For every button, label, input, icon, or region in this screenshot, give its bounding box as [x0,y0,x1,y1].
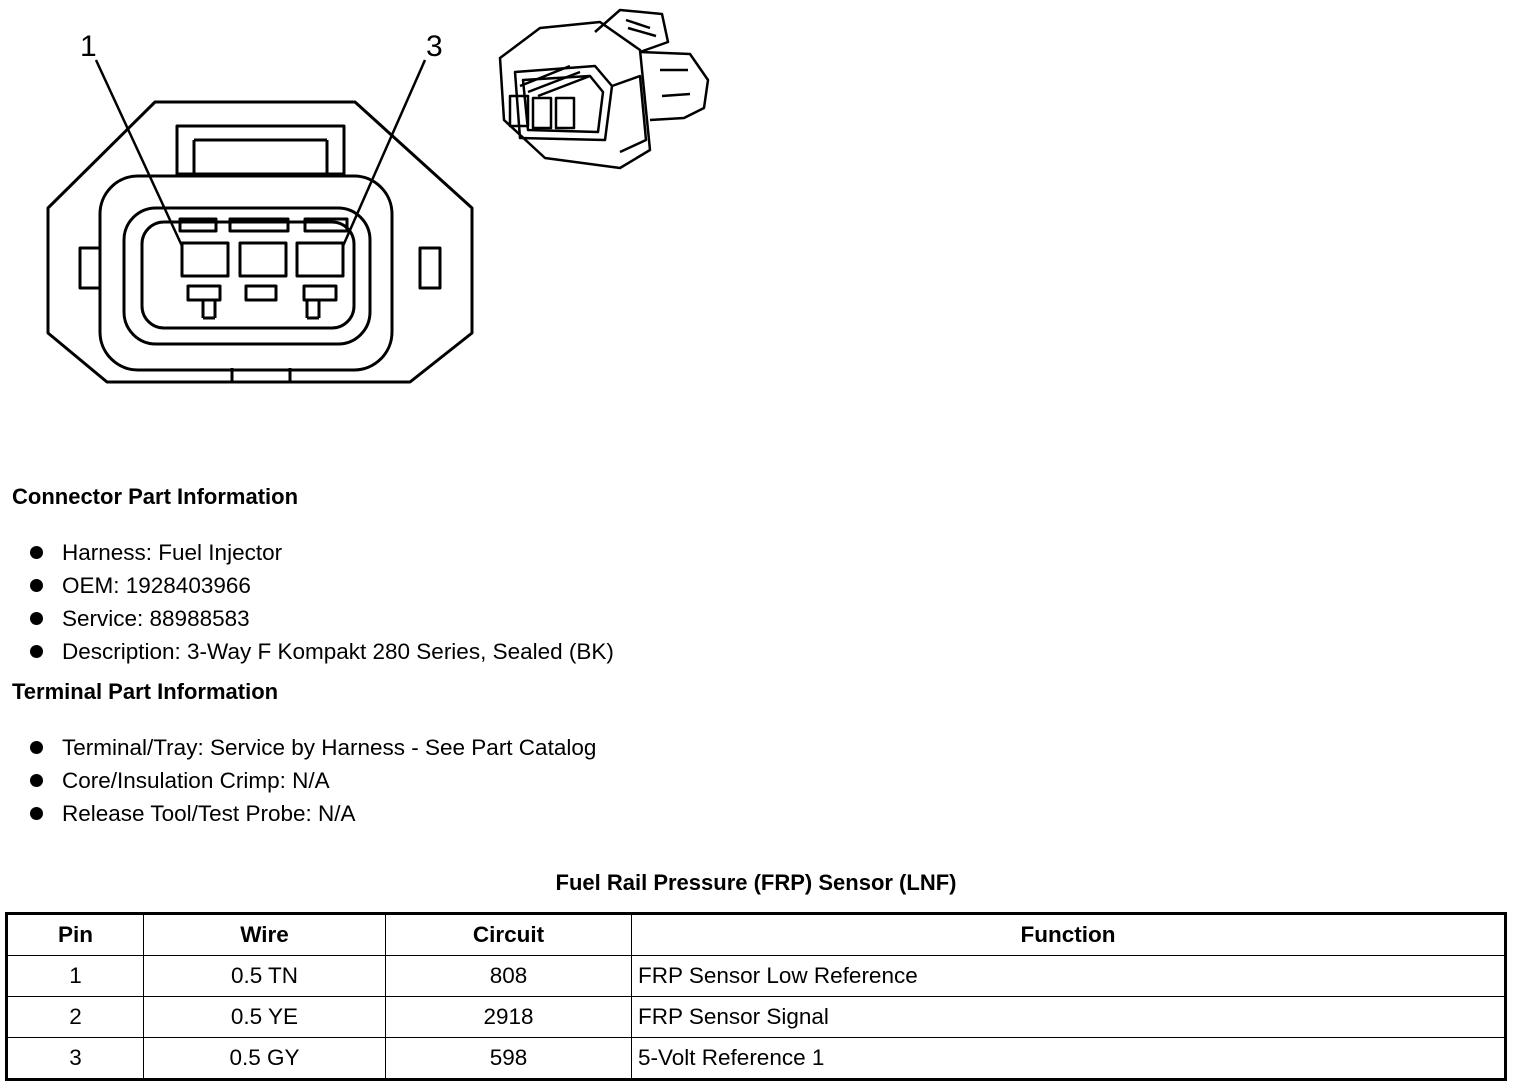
table-title: Fuel Rail Pressure (FRP) Sensor (LNF) [555,870,957,895]
terminal-cavity-3 [295,241,345,278]
list-item: Service: 88988583 [30,602,614,635]
connector-part-info-list: Harness: Fuel Injector OEM: 1928403966 S… [30,536,614,668]
function-cell: FRP Sensor Signal [631,996,1506,1038]
circuit-cell: 808 [385,955,632,997]
pin-cell: 2 [6,996,144,1038]
pin-cell: 3 [6,1037,144,1080]
list-item: Harness: Fuel Injector [30,536,614,569]
bullet-icon [30,546,43,559]
bullet-icon [30,807,43,820]
bullet-icon [30,645,43,658]
list-item: OEM: 1928403966 [30,569,614,602]
column-header-function: Function [631,913,1506,956]
pin-cell: 1 [6,955,144,997]
terminal-part-info-heading: Terminal Part Information [12,679,279,704]
bullet-icon [30,741,43,754]
list-item: Core/Insulation Crimp: N/A [30,764,596,797]
wire-cell: 0.5 GY [143,1037,386,1080]
list-item: Release Tool/Test Probe: N/A [30,797,596,830]
connector-isometric-image [498,8,710,170]
terminal-cavity-2 [238,241,288,278]
table-row: 2 0.5 YE 2918 FRP Sensor Signal [6,996,1506,1038]
bullet-icon [30,579,43,592]
column-header-circuit: Circuit [385,913,632,956]
function-cell: FRP Sensor Low Reference [631,955,1506,997]
wire-cell: 0.5 YE [143,996,386,1038]
pin-label-1: 1 [80,30,97,63]
connector-diagram: 1 3 [46,8,710,384]
circuit-cell: 598 [385,1037,632,1080]
table-row: 1 0.5 TN 808 FRP Sensor Low Reference [6,955,1506,997]
pin-label-3: 3 [426,30,443,63]
connector-face [98,174,394,372]
function-cell: 5-Volt Reference 1 [631,1037,1506,1080]
bullet-icon [30,612,43,625]
table-row: 3 0.5 GY 598 5-Volt Reference 1 [6,1037,1506,1080]
pinout-table: Pin Wire Circuit Function 1 0.5 TN 808 F… [5,912,1507,1081]
list-item: Description: 3-Way F Kompakt 280 Series,… [30,635,614,668]
connector-part-info-heading: Connector Part Information [12,484,299,509]
column-header-wire: Wire [143,913,386,956]
connector-housing [46,100,474,384]
column-header-pin: Pin [6,913,144,956]
wire-cell: 0.5 TN [143,955,386,997]
table-header-row: Pin Wire Circuit Function [6,913,1506,956]
terminal-part-info-list: Terminal/Tray: Service by Harness - See … [30,731,596,830]
bullet-icon [30,774,43,787]
circuit-cell: 2918 [385,996,632,1038]
list-item: Terminal/Tray: Service by Harness - See … [30,731,596,764]
connector-latch [175,124,346,176]
terminal-cavity-1 [180,241,230,278]
